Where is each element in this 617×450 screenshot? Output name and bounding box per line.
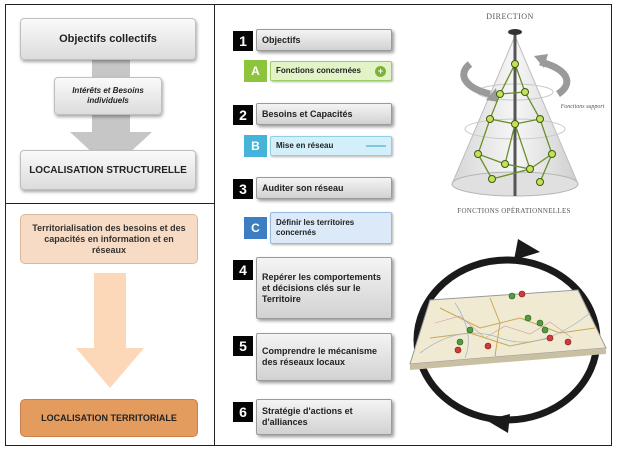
individual-interests-box: Intérêts et Besoins individuels [54,77,162,115]
substep-b-label: Mise en réseau [276,141,334,150]
grey-down-arrow [70,60,152,170]
territorialisation-box: Territorialisation des besoins et des ca… [20,214,198,264]
substep-definir-territoires: Définir les territoires concernés [270,212,392,244]
step-auditer-reseau: Auditer son réseau [256,177,392,199]
step-number-6: 6 [233,402,253,422]
step-objectifs: Objectifs [256,29,392,51]
operational-functions-caption: FONCTIONS OPÉRATIONNELLES [457,207,571,215]
dash-icon [366,145,386,147]
organisation-cone-illustration [451,29,579,197]
left-section-divider [5,203,214,204]
plus-circle-icon: + [375,65,386,77]
territorial-localisation-box: LOCALISATION TERRITORIALE [20,399,198,437]
step-reperer-comportements: Repérer les comportements et décisions c… [256,257,392,319]
orange-down-arrow [76,273,144,388]
step-number-2: 2 [233,105,253,125]
step-strategie-actions: Stratégie d'actions et d'alliances [256,399,392,435]
step-number-4: 4 [233,260,253,280]
column-divider [214,4,215,446]
step-comprendre-mecanisme: Comprendre le mécanisme des réseaux loca… [256,333,392,381]
substep-fonctions-concernees: Fonctions concernées + [270,61,392,81]
collective-objectives-box: Objectifs collectifs [20,18,196,60]
substep-a-label: Fonctions concernées [276,66,361,75]
step-number-5: 5 [233,336,253,356]
substep-mise-en-reseau: Mise en réseau [270,136,392,156]
territory-map-illustration [409,238,607,442]
substep-letter-a: A [244,60,267,82]
direction-caption: DIRECTION [486,12,534,21]
substep-letter-b: B [244,135,267,157]
substep-letter-c: C [244,217,267,239]
support-functions-caption: Fonctions support [560,104,605,110]
step-number-3: 3 [233,179,253,199]
step-number-1: 1 [233,31,253,51]
structural-localisation-box: LOCALISATION STRUCTURELLE [20,150,196,190]
step-besoins-capacites: Besoins et Capacités [256,103,392,125]
